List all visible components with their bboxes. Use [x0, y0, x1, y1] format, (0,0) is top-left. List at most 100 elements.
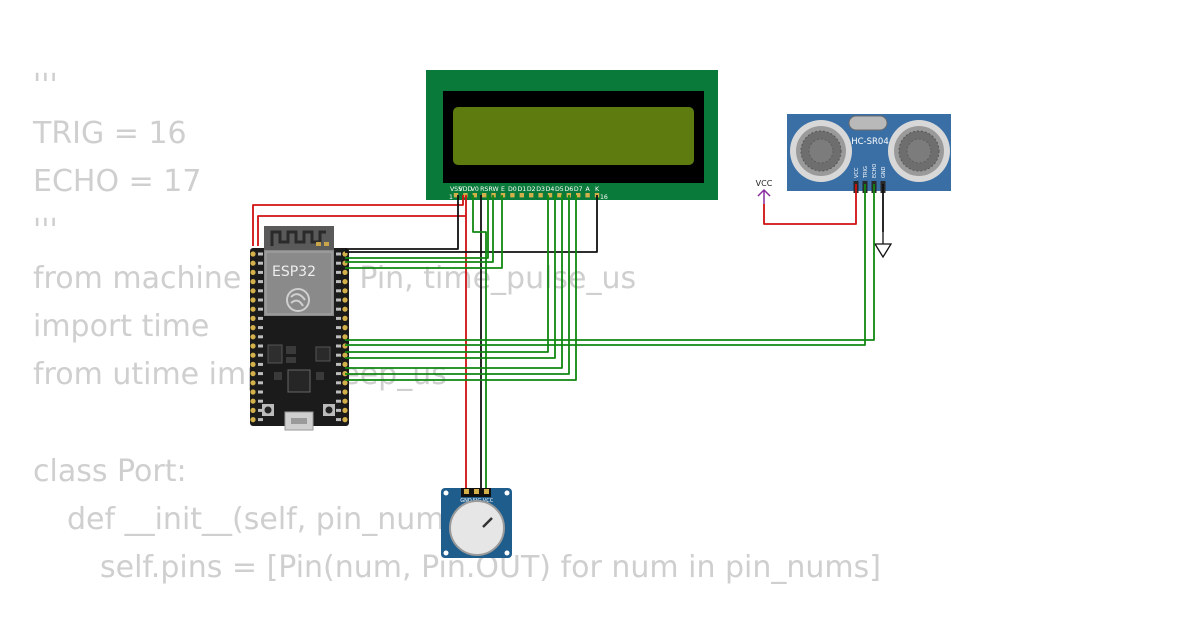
esp32-pin-left[interactable] — [250, 352, 256, 358]
esp32-pin-left[interactable] — [250, 325, 256, 331]
lcd-pin-last-label: 16 — [600, 194, 608, 201]
esp32-pin-left[interactable] — [250, 269, 256, 275]
pot-knob[interactable] — [449, 500, 505, 556]
code-line: ''' — [33, 68, 58, 103]
wire-black-gnd-lcd — [345, 195, 459, 250]
lcd-pin[interactable] — [529, 193, 534, 198]
esp32-devkit[interactable]: ESP32 — [250, 226, 349, 431]
left-transducer — [790, 120, 852, 182]
esp32-pin-marking — [258, 316, 263, 320]
lcd-pin[interactable] — [585, 193, 590, 198]
vcc-symbol: VCC — [756, 179, 773, 204]
esp32-pin-right[interactable] — [342, 361, 348, 367]
lcd-pin[interactable] — [576, 193, 581, 198]
wire-green-a — [345, 195, 577, 381]
pot-pin-label-0: GND — [460, 498, 472, 504]
esp32-pin-marking — [258, 418, 263, 422]
esp32-pin-marking — [336, 326, 341, 330]
esp32-pin-left[interactable] — [250, 389, 256, 395]
lcd-pin[interactable] — [510, 193, 515, 198]
esp32-pin-marking — [336, 307, 341, 311]
lcd-pin[interactable] — [453, 193, 459, 198]
wires — [252, 184, 884, 488]
esp32-pin-marking — [258, 390, 263, 394]
esp32-pin-left[interactable] — [250, 260, 256, 266]
esp32-pin-left[interactable] — [250, 380, 256, 386]
esp32-pin-marking — [258, 372, 263, 376]
lcd-pin[interactable] — [547, 193, 553, 198]
right-transducer — [888, 120, 950, 182]
code-line: ''' — [33, 212, 58, 248]
wire-red-vss-top — [252, 195, 464, 246]
esp32-pin-right[interactable] — [342, 389, 348, 395]
esp32-shield-can — [264, 250, 334, 316]
esp32-pin-right[interactable] — [342, 325, 348, 331]
esp32-pin-right[interactable] — [342, 334, 348, 340]
esp32-pin-marking — [258, 261, 263, 265]
esp32-pin-left[interactable] — [250, 407, 256, 413]
esp32-pin-marking — [336, 289, 341, 293]
lcd-pin[interactable] — [482, 193, 487, 198]
esp32-pin-right[interactable] — [342, 417, 348, 423]
esp32-pin-marking — [336, 316, 341, 320]
esp32-pin-marking — [336, 399, 341, 403]
lcd-pin-label: VDD — [459, 186, 473, 193]
esp32-pin-right[interactable] — [342, 352, 348, 358]
lcd-pin[interactable] — [519, 193, 524, 198]
esp32-pin-left[interactable] — [250, 306, 256, 312]
esp32-pin-left[interactable] — [250, 297, 256, 303]
lcd-pin-label: V0 — [471, 186, 479, 193]
esp32-pin-right[interactable] — [342, 269, 348, 275]
esp32-pin-marking — [336, 408, 341, 412]
lcd-pin[interactable] — [472, 193, 477, 198]
esp32-pin-right[interactable] — [342, 279, 348, 285]
esp32-pin-right[interactable] — [342, 315, 348, 321]
esp32-pin-left[interactable] — [250, 417, 256, 423]
esp32-pin-right[interactable] — [342, 306, 348, 312]
esp32-pin-right[interactable] — [342, 398, 348, 404]
esp32-pin-left[interactable] — [250, 315, 256, 321]
esp32-pin-right[interactable] — [342, 288, 348, 294]
esp32-pin-left[interactable] — [250, 343, 256, 349]
esp32-pin-marking — [336, 372, 341, 376]
esp32-pin-left[interactable] — [250, 251, 256, 257]
esp32-pin-marking — [258, 362, 263, 366]
ground-symbol — [873, 232, 893, 259]
wire-green-d5 — [345, 195, 556, 359]
lcd-pin[interactable] — [557, 193, 562, 198]
potentiometer[interactable]: GND SIG VCC — [441, 488, 512, 558]
lcd-pin-label: VSS — [450, 186, 462, 193]
code-line: import time — [33, 308, 210, 344]
lcd-pin[interactable] — [500, 193, 506, 198]
lcd-screen — [453, 107, 694, 165]
wire-green-d4 — [345, 195, 549, 353]
lcd-pin-label: A — [585, 186, 590, 193]
esp32-pin-marking — [336, 261, 341, 265]
wire-red-vcc-sensor — [763, 184, 857, 225]
lcd-pin-label: RW — [489, 186, 499, 193]
esp32-pin-right[interactable] — [342, 297, 348, 303]
esp32-pin-marking — [336, 270, 341, 274]
wire-green-e — [345, 195, 503, 269]
wire-black-k — [345, 195, 598, 253]
esp32-pin-right[interactable] — [342, 407, 348, 413]
esp32-pin-left[interactable] — [250, 288, 256, 294]
esp32-pin-marking — [258, 353, 263, 357]
wire-green-trig — [345, 184, 866, 346]
lcd-pin[interactable] — [538, 193, 543, 198]
lcd-pin-label: E — [501, 186, 505, 193]
esp32-pin-left[interactable] — [250, 279, 256, 285]
usb-chip — [287, 369, 311, 393]
esp32-pin-left[interactable] — [250, 398, 256, 404]
esp32-pin-headers — [250, 251, 348, 423]
esp32-pin-left[interactable] — [250, 361, 256, 367]
esp32-pin-left[interactable] — [250, 371, 256, 377]
esp32-pin-marking — [258, 270, 263, 274]
esp32-pin-right[interactable] — [342, 380, 348, 386]
pot-pin-label-2: VCC — [483, 498, 494, 504]
esp32-pin-marking — [258, 344, 263, 348]
esp32-pin-left[interactable] — [250, 334, 256, 340]
